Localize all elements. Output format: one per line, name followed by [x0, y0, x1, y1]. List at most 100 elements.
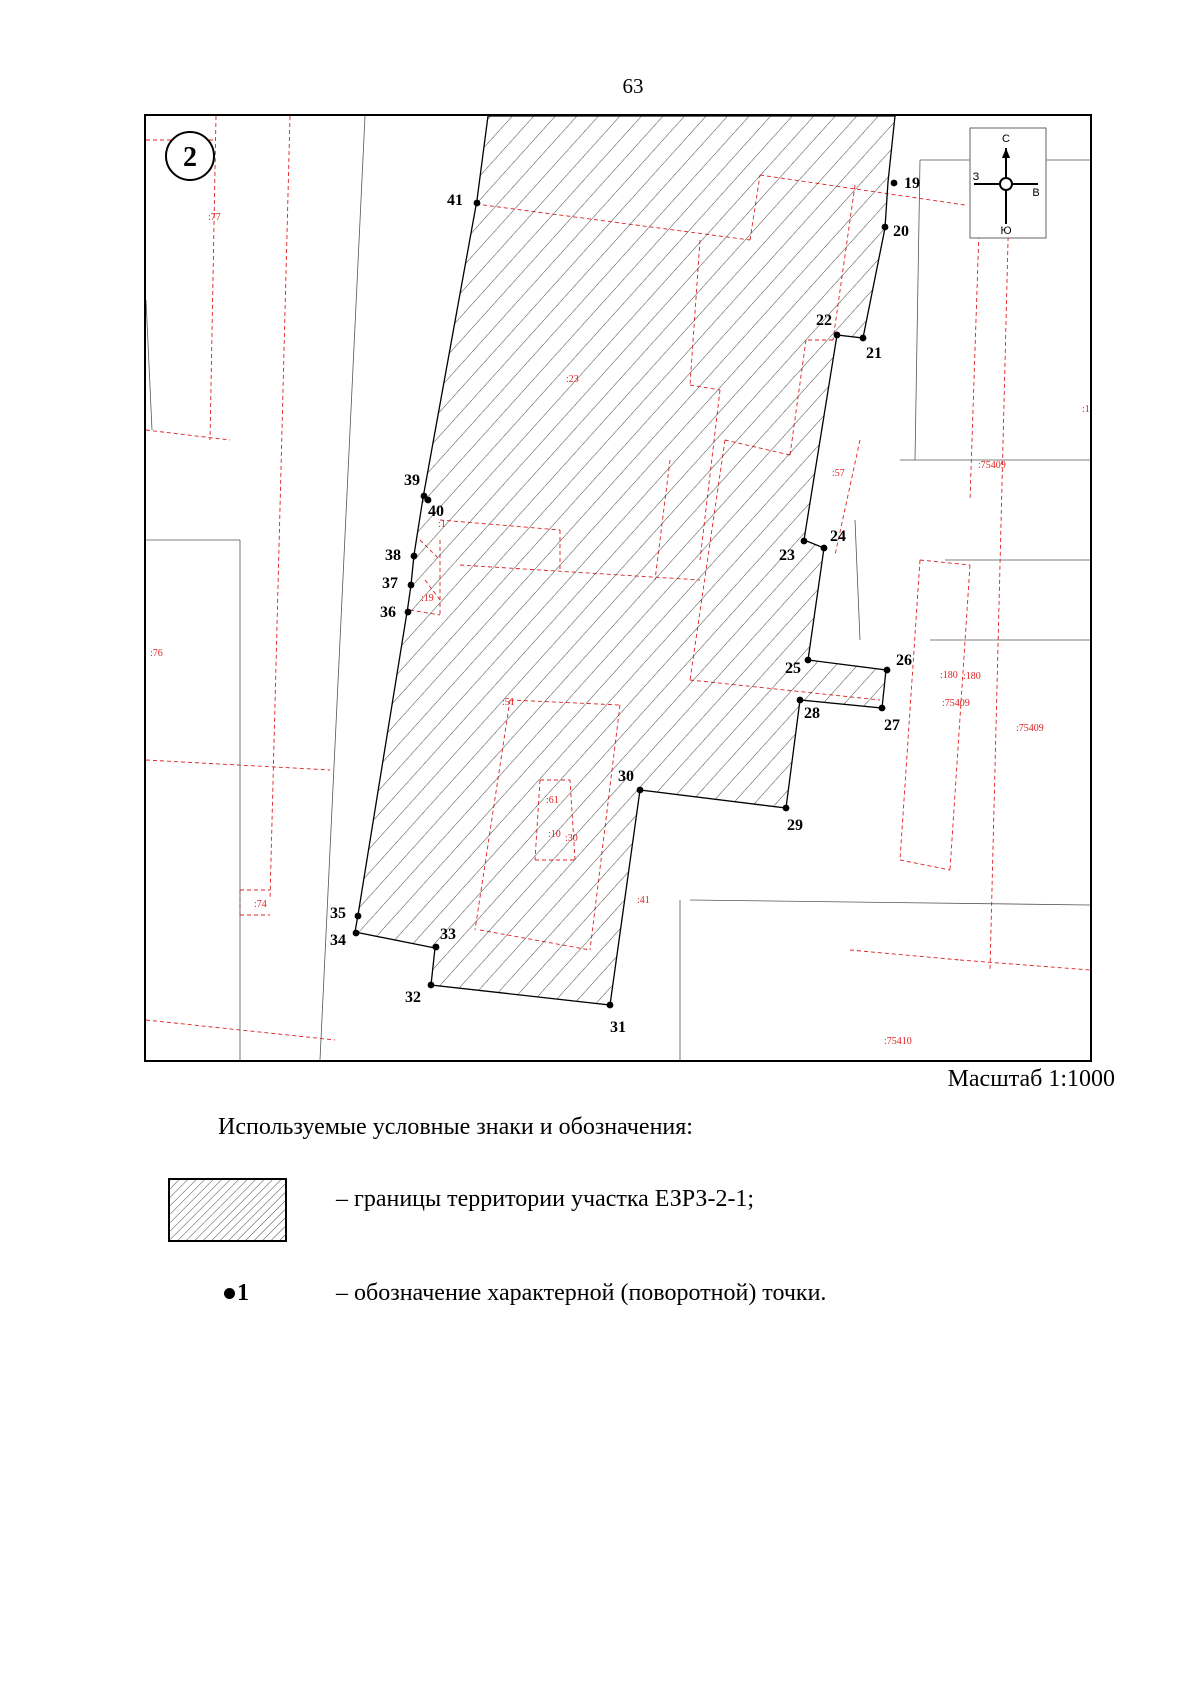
legend-area-text: – границы территории участка ЕЗРЗ-2-1;: [336, 1186, 755, 1212]
boundary-point-40: 40: [424, 496, 444, 520]
legend-point-text: – обозначение характерной (поворотной) т…: [336, 1280, 827, 1306]
point-label: 35: [330, 905, 346, 922]
point-label: 34: [330, 932, 346, 949]
boundary-point-27: 27: [878, 704, 900, 734]
cadastral-line: [834, 439, 861, 556]
boundary-point-41: 41: [447, 192, 481, 209]
legend-hatch-swatch: [168, 1178, 287, 1242]
point-label: 31: [610, 1019, 626, 1036]
street-line: [689, 899, 1090, 906]
cadastral-line: [959, 959, 1090, 971]
boundary-point-22: 22: [816, 312, 841, 339]
point-marker: [606, 1001, 614, 1009]
cadastral-label: :75410: [884, 1036, 912, 1047]
cadastral-line: [146, 429, 231, 441]
street-line: [914, 159, 921, 461]
cadastral-label: :14: [1082, 404, 1092, 415]
point-marker: [800, 537, 808, 545]
cadastral-line: [949, 564, 971, 871]
boundary-point-32: 32: [405, 981, 435, 1006]
site-plan-map: 2 С В Ю З :77:23:57:75409:14:1:19:76:51:…: [144, 114, 1092, 1062]
street-outlines: [146, 116, 1090, 1060]
point-marker: [404, 608, 412, 616]
boundary-point-38: 38: [385, 547, 418, 564]
boundary-point-20: 20: [881, 223, 909, 240]
boundary-point-24: 24: [820, 528, 846, 552]
point-label: 30: [618, 768, 634, 785]
street-line: [146, 299, 153, 431]
cadastral-label: :1: [438, 519, 446, 530]
boundary-point-34: 34: [330, 929, 360, 949]
point-label: 26: [896, 652, 912, 669]
point-label: 41: [447, 192, 463, 209]
boundary-point-31: 31: [606, 1001, 626, 1036]
boundary-point-36: 36: [380, 604, 412, 621]
cadastral-label: :75409: [942, 698, 970, 709]
boundary-point-29: 29: [782, 804, 803, 834]
boundary-point-33: 33: [432, 926, 456, 951]
point-marker: [890, 179, 898, 187]
cadastral-line: [969, 199, 981, 501]
cadastral-label: :23: [566, 374, 579, 385]
point-marker: [407, 581, 415, 589]
cadastral-label: :41: [637, 895, 650, 906]
cadastral-line: [209, 116, 217, 441]
cadastral-label: :75409: [1016, 723, 1044, 734]
cadastral-line: [146, 759, 331, 771]
cadastral-line: [989, 159, 1011, 971]
legend-point-number: 1: [237, 1280, 249, 1306]
cadastral-label: :74: [254, 899, 267, 910]
boundary-points: 19 20 21 22 23 24 25 26 27 28 29 30 31 32 33 34 35 36 37 38…: [330, 175, 920, 1036]
point-label: 25: [785, 660, 801, 677]
legend-title: Используемые условные знаки и обозначени…: [218, 1114, 693, 1140]
point-label: 19: [904, 175, 920, 192]
point-marker: [820, 544, 828, 552]
legend-point-symbol: 1: [224, 1280, 249, 1307]
boundary-point-39: 39: [404, 472, 428, 500]
cadastral-line: [899, 859, 951, 871]
street-line: [319, 116, 366, 1060]
point-marker: [796, 696, 804, 704]
point-marker: [881, 223, 889, 231]
map-drawing: 2 С В Ю З :77:23:57:75409:14:1:19:76:51:…: [146, 116, 1092, 1060]
point-marker: [878, 704, 886, 712]
cadastral-label: :51: [502, 697, 515, 708]
compass-rose: С В Ю З: [969, 127, 1047, 239]
point-label: 39: [404, 472, 420, 489]
point-label: 20: [893, 223, 909, 240]
point-label: 37: [382, 575, 398, 592]
cadastral-line: [919, 559, 971, 566]
point-label: 22: [816, 312, 832, 329]
point-marker: [636, 786, 644, 794]
compass-north-label: С: [1002, 133, 1010, 145]
cadastral-line: [849, 949, 961, 961]
point-marker: [473, 199, 481, 207]
point-marker: [354, 912, 362, 920]
cadastral-line: [269, 116, 291, 901]
point-label: 36: [380, 604, 396, 621]
cadastral-label: :77: [208, 212, 221, 223]
point-marker: [427, 981, 435, 989]
point-label: 40: [428, 503, 444, 520]
boundary-point-19: 19: [890, 175, 920, 192]
compass-south-label: Ю: [1000, 225, 1011, 237]
point-marker: [424, 496, 432, 504]
boundary-point-28: 28: [796, 696, 820, 722]
point-label: 29: [787, 817, 803, 834]
boundary-point-37: 37: [382, 575, 415, 592]
point-label: 23: [779, 547, 795, 564]
cadastral-labels: :77:23:57:75409:14:1:19:76:51:180:180:75…: [150, 212, 1092, 1047]
boundary-point-21: 21: [859, 334, 882, 362]
boundary-point-30: 30: [618, 768, 644, 794]
point-label: 27: [884, 717, 900, 734]
cadastral-label: :180: [963, 671, 981, 682]
point-marker: [833, 331, 841, 339]
page-number: 63: [622, 74, 644, 98]
sheet-number-badge: 2: [165, 131, 215, 181]
cadastral-label: :57: [832, 468, 845, 479]
compass-west-label: З: [973, 171, 980, 183]
cadastral-label: :76: [150, 648, 163, 659]
point-label: 38: [385, 547, 401, 564]
point-marker: [410, 552, 418, 560]
cadastral-label: :61: [546, 795, 559, 806]
